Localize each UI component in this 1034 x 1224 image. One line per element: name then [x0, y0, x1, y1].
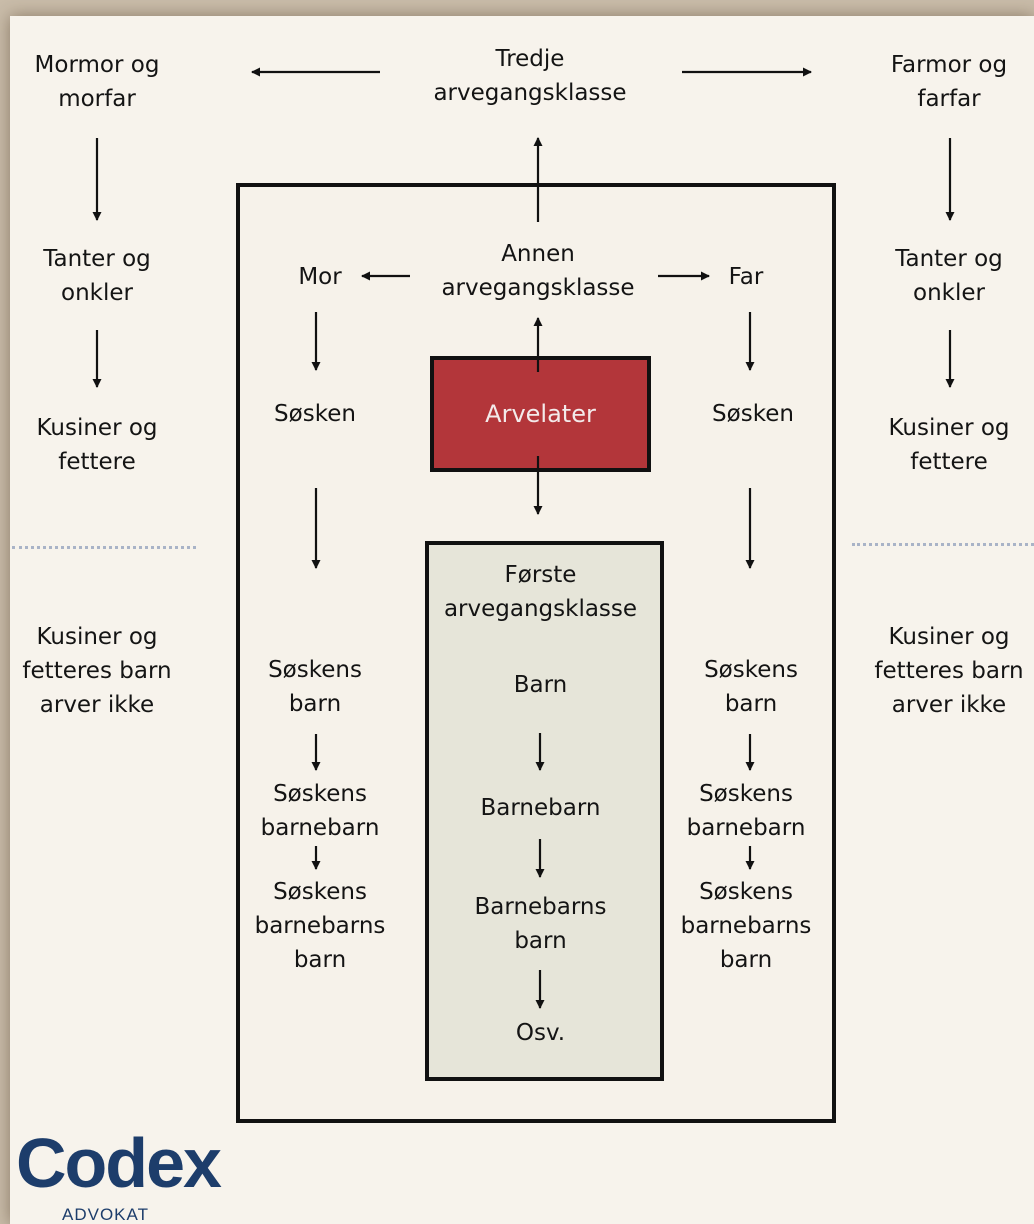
forste-arvegangsklasse-label: Første arvegangsklasse: [443, 562, 638, 622]
soskens-barnebarns-barn-left-label: Søskens barnebarns barn: [254, 879, 386, 973]
soskens-barn-right-label: Søskens barn: [704, 657, 798, 717]
arvelater-label: Arvelater: [485, 400, 596, 428]
barn-label: Barn: [513, 672, 568, 698]
far-label: Far: [728, 264, 764, 290]
barnebarn-label: Barnebarn: [480, 795, 601, 821]
soskens-barnebarn-left-label: Søskens barnebarn: [260, 781, 380, 841]
arver-ikke-right-label: Kusiner og fetteres barn arver ikke: [874, 624, 1024, 718]
kusiner-fettere-left-label: Kusiner og fettere: [36, 415, 158, 475]
mor-label: Mor: [298, 264, 342, 290]
annen-arvegangsklasse-label: Annen arvegangsklasse: [441, 241, 635, 301]
mormor-morfar-label: Mormor og morfar: [34, 52, 160, 112]
arvelater-box: Arvelater: [430, 356, 651, 472]
soskens-barn-left-label: Søskens barn: [268, 657, 362, 717]
osv-label: Osv.: [515, 1020, 566, 1046]
arver-ikke-left-label: Kusiner og fetteres barn arver ikke: [22, 624, 172, 718]
soskens-barnebarn-right-label: Søskens barnebarn: [686, 781, 806, 841]
separator-right: [852, 543, 1034, 546]
tredje-arvegangsklasse-label: Tredje arvegangsklasse: [433, 46, 627, 106]
sosken-left-label: Søsken: [274, 401, 356, 427]
tanter-onkler-left-label: Tanter og onkler: [43, 246, 151, 306]
kusiner-fettere-right-label: Kusiner og fettere: [888, 415, 1010, 475]
farmor-farfar-label: Farmor og farfar: [890, 52, 1008, 112]
first-inheritance-class-box: [425, 541, 664, 1081]
barnebarns-barn-label: Barnebarns barn: [474, 894, 607, 954]
tanter-onkler-right-label: Tanter og onkler: [895, 246, 1003, 306]
codex-logo-subtitle: ADVOKAT: [62, 1205, 149, 1224]
soskens-barnebarns-barn-right-label: Søskens barnebarns barn: [680, 879, 812, 973]
codex-logo: Codex: [16, 1124, 222, 1202]
separator-left: [12, 546, 196, 549]
sosken-right-label: Søsken: [712, 401, 794, 427]
